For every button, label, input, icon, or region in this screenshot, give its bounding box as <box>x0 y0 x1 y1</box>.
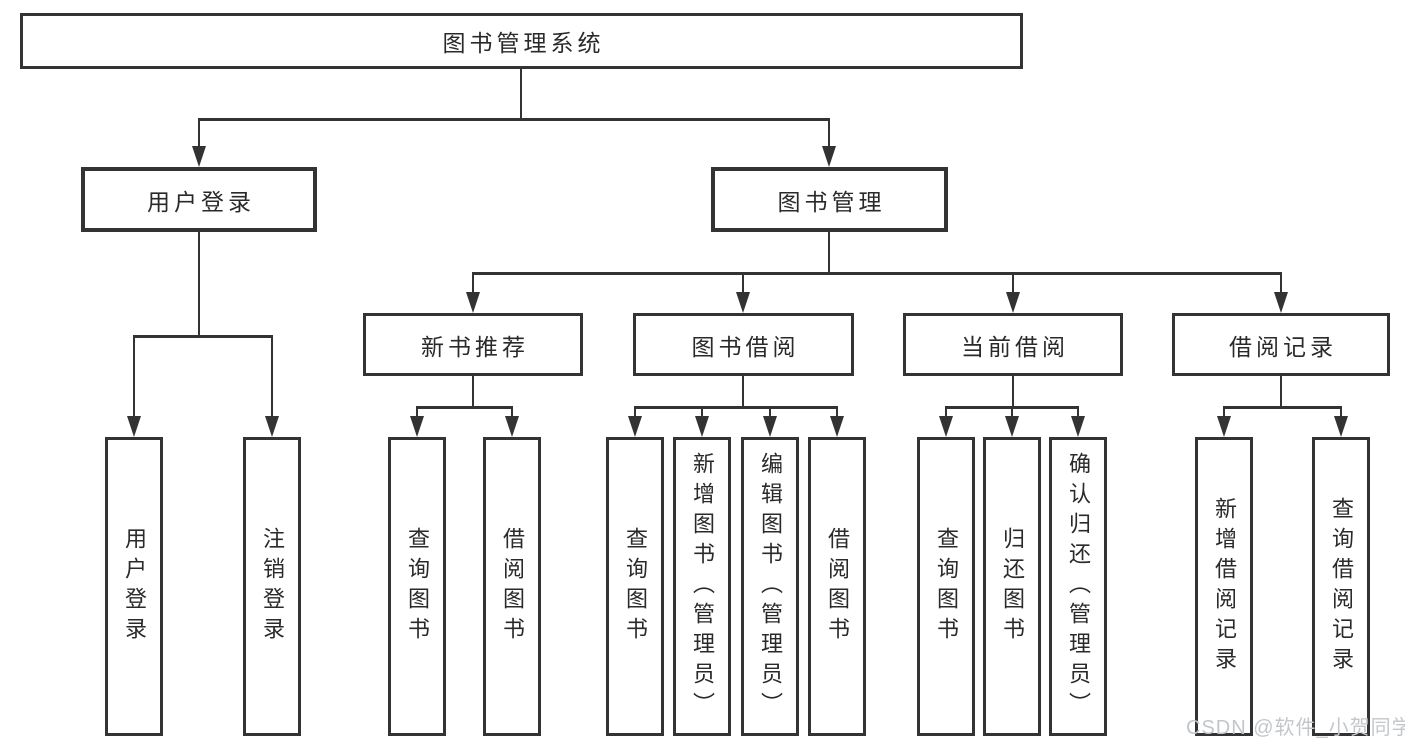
connector-drop-cb-return <box>1011 406 1013 418</box>
connector-drop-cb-confirm <box>1077 406 1079 418</box>
leaf-logout-label: 注销登录 <box>260 526 285 647</box>
node-user-login-label: 用户登录 <box>147 188 255 215</box>
leaf-borrow-books-label: 借阅图书 <box>825 526 850 647</box>
connector-drop-bb-query <box>634 406 636 418</box>
connector-book-management-stem <box>828 232 830 273</box>
connector-drop-nb-query <box>416 406 418 418</box>
leaf-query-books-recommend-label: 查询图书 <box>405 526 430 647</box>
arrowhead-bb-query <box>628 416 642 437</box>
node-user-login: 用户登录 <box>81 167 317 232</box>
connector-drop-bb-add <box>701 406 703 418</box>
leaf-confirm-return-admin-label: 确认归还（管理员） <box>1066 451 1091 722</box>
leaf-user-login: 用户登录 <box>105 437 163 736</box>
leaf-user-login-label: 用户登录 <box>122 526 147 647</box>
arrowhead-cb-confirm <box>1071 416 1085 437</box>
connector-new-book-hbar <box>417 406 513 409</box>
connector-drop-bb-edit <box>769 406 771 418</box>
node-book-management-label: 图书管理 <box>777 188 886 215</box>
arrowhead-cb-return <box>1005 416 1019 437</box>
node-book-borrow: 图书借阅 <box>633 313 854 376</box>
leaf-confirm-return-admin: 确认归还（管理员） <box>1049 437 1107 736</box>
arrowhead-bb-edit <box>763 416 777 437</box>
connector-borrow-records-hbar <box>1224 406 1342 409</box>
connector-drop-leaf-logout <box>271 335 273 419</box>
connector-drop-br-query <box>1340 406 1342 418</box>
node-book-borrow-label: 图书借阅 <box>691 333 800 360</box>
connector-drop-book-borrow <box>742 272 744 295</box>
node-current-borrow: 当前借阅 <box>903 313 1123 376</box>
leaf-query-borrow-record-label: 查询借阅记录 <box>1329 496 1354 677</box>
connector-user-login-hbar <box>134 335 273 338</box>
leaf-edit-book-admin: 编辑图书（管理员） <box>741 437 799 736</box>
node-root: 图书管理系统 <box>20 13 1023 69</box>
arrowhead-current-borrow <box>1006 292 1020 313</box>
node-borrow-records: 借阅记录 <box>1172 313 1390 376</box>
leaf-edit-book-admin-label: 编辑图书（管理员） <box>758 451 783 722</box>
arrowhead-user-login <box>192 146 206 167</box>
connector-drop-user-login <box>198 118 200 149</box>
arrowhead-new-book <box>466 292 480 313</box>
arrowhead-br-query <box>1334 416 1348 437</box>
node-new-book-recommend: 新书推荐 <box>363 313 583 376</box>
arrowhead-leaf-user-login <box>127 416 141 437</box>
leaf-query-borrow-record: 查询借阅记录 <box>1312 437 1370 736</box>
connector-drop-bb-borrow <box>836 406 838 418</box>
node-new-book-recommend-label: 新书推荐 <box>421 333 529 360</box>
connector-drop-borrow-records <box>1280 272 1282 295</box>
leaf-logout: 注销登录 <box>243 437 301 736</box>
leaf-borrow-books-recommend-label: 借阅图书 <box>500 526 525 647</box>
connector-book-borrow-hbar <box>635 406 838 409</box>
connector-borrow-records-stem <box>1280 376 1282 407</box>
node-root-label: 图书管理系统 <box>442 30 605 56</box>
leaf-borrow-books-recommend: 借阅图书 <box>483 437 541 736</box>
arrowhead-bb-borrow <box>830 416 844 437</box>
arrowhead-book-borrow <box>736 292 750 313</box>
arrowhead-book-management <box>822 146 836 167</box>
arrowhead-nb-borrow <box>505 416 519 437</box>
connector-drop-leaf-user-login <box>133 335 135 419</box>
arrowhead-bb-add <box>695 416 709 437</box>
leaf-query-books-borrow-label: 查询图书 <box>623 526 648 647</box>
connector-drop-book-management <box>828 118 830 149</box>
connector-drop-br-add <box>1223 406 1225 418</box>
connector-book-borrow-stem <box>742 376 744 407</box>
leaf-add-book-admin-label: 新增图书（管理员） <box>690 451 715 722</box>
connector-user-login-stem <box>198 232 200 336</box>
leaf-borrow-books: 借阅图书 <box>808 437 866 736</box>
node-borrow-records-label: 借阅记录 <box>1229 333 1337 360</box>
leaf-return-book: 归还图书 <box>983 437 1041 736</box>
arrowhead-borrow-records <box>1274 292 1288 313</box>
connector-drop-current-borrow <box>1012 272 1014 295</box>
leaf-add-book-admin: 新增图书（管理员） <box>673 437 731 736</box>
connector-drop-cb-query <box>945 406 947 418</box>
connector-drop-nb-borrow <box>511 406 513 418</box>
leaf-query-books-borrow: 查询图书 <box>606 437 664 736</box>
arrowhead-br-add <box>1217 416 1231 437</box>
connector-root-stem <box>520 69 522 119</box>
connector-drop-new-book <box>472 272 474 295</box>
connector-book-management-hbar <box>473 272 1282 275</box>
leaf-add-borrow-record: 新增借阅记录 <box>1195 437 1253 736</box>
leaf-add-borrow-record-label: 新增借阅记录 <box>1212 496 1237 677</box>
node-book-management: 图书管理 <box>711 167 948 232</box>
leaf-query-books-current-label: 查询图书 <box>934 526 959 647</box>
leaf-return-book-label: 归还图书 <box>1000 526 1025 647</box>
connector-current-borrow-stem <box>1012 376 1014 407</box>
leaf-query-books-current: 查询图书 <box>917 437 975 736</box>
arrowhead-nb-query <box>410 416 424 437</box>
csdn-watermark: CSDN @软件_小贺同学 <box>1186 717 1405 739</box>
connector-root-hbar <box>199 118 830 121</box>
arrowhead-leaf-logout <box>265 416 279 437</box>
leaf-query-books-recommend: 查询图书 <box>388 437 446 736</box>
connector-new-book-stem <box>472 376 474 407</box>
node-current-borrow-label: 当前借阅 <box>961 333 1069 360</box>
arrowhead-cb-query <box>939 416 953 437</box>
